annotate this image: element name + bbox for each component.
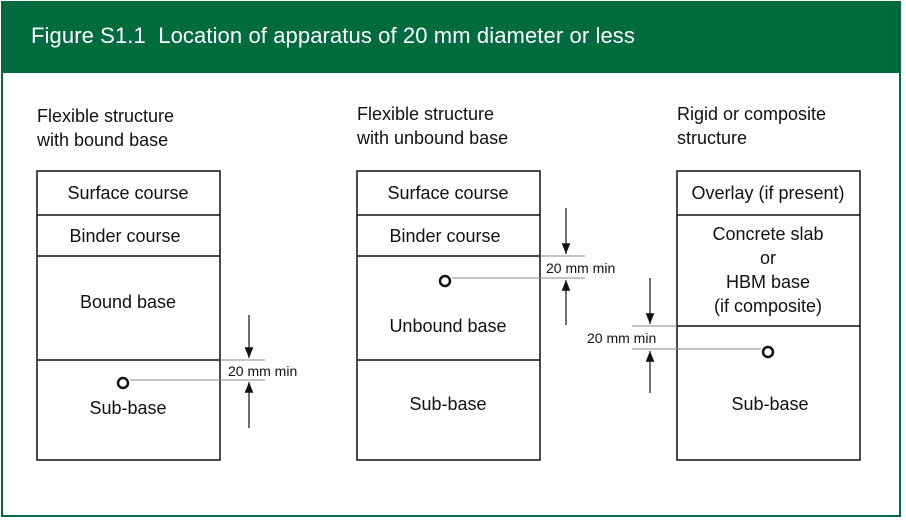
layer-label-surface-course: Surface course xyxy=(67,183,188,203)
column-heading-line: Rigid or composite xyxy=(677,104,826,124)
column-flexible-unbound: Flexible structure with unbound base Sur… xyxy=(356,104,615,461)
dimension-label: 20 mm min xyxy=(546,260,615,276)
column-heading-line: with bound base xyxy=(36,130,168,150)
layer-label-surface-course: Surface course xyxy=(387,183,508,203)
apparatus-marker xyxy=(761,345,775,359)
figure-title: Figure S1.1 Location of apparatus of 20 … xyxy=(31,23,635,48)
layer-label-concrete-slab: Concrete slab xyxy=(712,224,823,244)
layer-stack-box xyxy=(356,170,541,461)
layer-stack-box xyxy=(676,170,861,461)
layer-label-bound-base: Bound base xyxy=(80,292,176,312)
layer-label-overlay: Overlay (if present) xyxy=(691,183,844,203)
layer-label-unbound-base: Unbound base xyxy=(389,316,506,336)
apparatus-marker xyxy=(438,274,452,288)
layer-label-binder-course: Binder course xyxy=(69,226,180,246)
column-heading-line: Flexible structure xyxy=(357,104,494,124)
layer-label-sub-base: Sub-base xyxy=(409,394,486,414)
layer-label-sub-base: Sub-base xyxy=(731,394,808,414)
layer-label-sub-base: Sub-base xyxy=(89,398,166,418)
layer-label-if-composite: (if composite) xyxy=(714,296,822,316)
dimension-label: 20 mm min xyxy=(228,363,297,379)
dimension-label: 20 mm min xyxy=(587,330,656,346)
layer-label-binder-course: Binder course xyxy=(389,226,500,246)
figure-header: Figure S1.1 Location of apparatus of 20 … xyxy=(3,3,899,73)
layer-stack-box xyxy=(36,170,221,461)
column-heading-line: with unbound base xyxy=(356,128,508,148)
column-heading-line: structure xyxy=(677,128,747,148)
layer-label-or: or xyxy=(760,248,776,268)
apparatus-marker xyxy=(116,376,130,390)
layer-label-hbm-base: HBM base xyxy=(726,272,810,292)
column-rigid-composite: Rigid or composite structure Overlay (if… xyxy=(587,104,861,461)
column-flexible-bound: Flexible structure with bound base Surfa… xyxy=(36,106,297,461)
column-heading-line: Flexible structure xyxy=(37,106,174,126)
